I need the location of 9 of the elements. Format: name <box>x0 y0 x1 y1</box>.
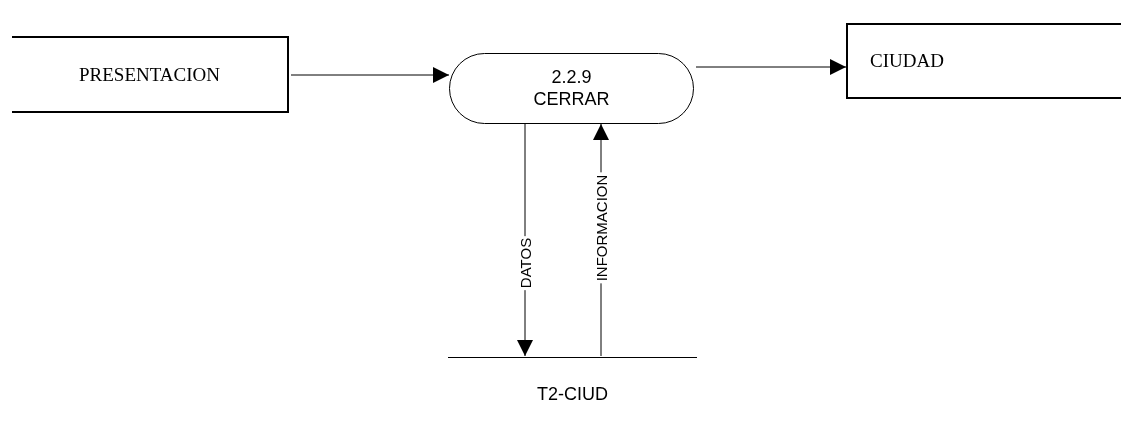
arrow <box>290 67 450 83</box>
node-label: PRESENTACION <box>79 63 220 86</box>
node-label: T2-CIUD <box>537 384 608 405</box>
node-label: 2.2.9 <box>551 66 592 89</box>
node-label: CERRAR <box>533 88 610 111</box>
external-entity-box <box>12 36 289 113</box>
node-label: CIUDAD <box>870 50 944 72</box>
arrow <box>695 59 847 75</box>
external-entity-box <box>846 23 1121 99</box>
